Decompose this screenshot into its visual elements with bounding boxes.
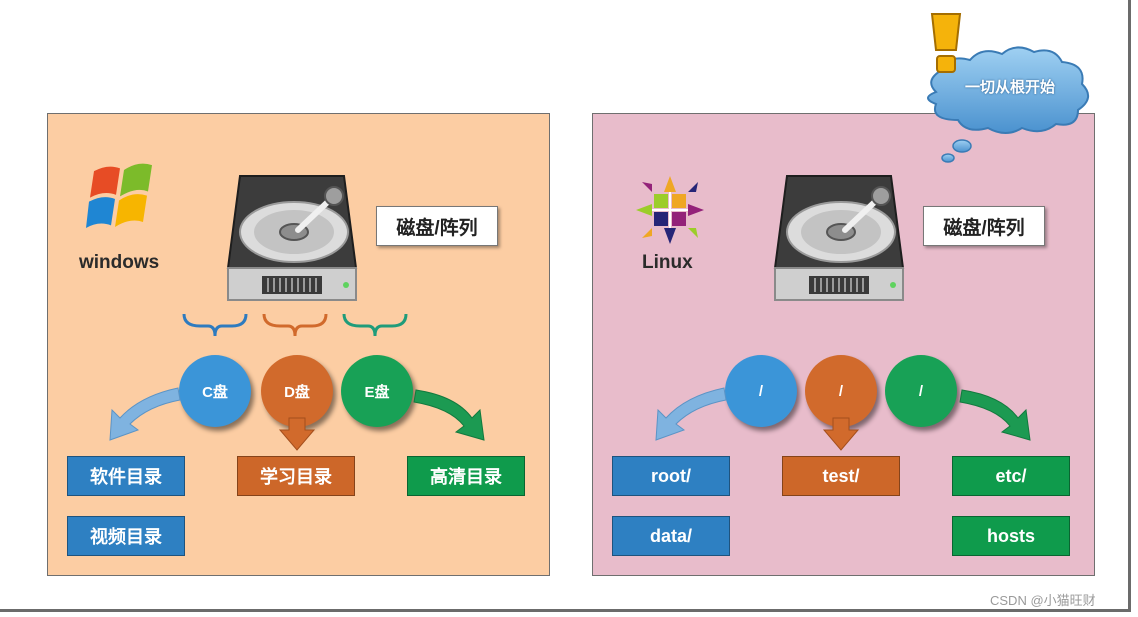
dir-hosts: hosts	[952, 516, 1070, 556]
dir-hd: 高清目录	[407, 456, 525, 496]
linux-root-partition-3: /	[885, 355, 957, 427]
partition-e: E盘	[341, 355, 413, 427]
windows-logo-icon	[86, 163, 152, 228]
dir-software: 软件目录	[67, 456, 185, 496]
frame-right-border	[1128, 0, 1131, 612]
callout-text: 一切从根开始	[964, 79, 1055, 96]
thought-cloud-icon	[927, 46, 1089, 163]
windows-os-label: windows	[79, 252, 160, 273]
windows-disk-label: 磁盘/阵列	[376, 206, 498, 246]
hard-disk-icon	[226, 175, 358, 301]
partition-d: D盘	[261, 355, 333, 427]
linux-disk-label: 磁盘/阵列	[923, 206, 1045, 246]
exclamation-icon	[930, 13, 962, 73]
centos-logo-icon	[636, 176, 704, 244]
hard-disk-icon	[773, 175, 905, 301]
watermark: CSDN @小猫旺财	[990, 593, 1096, 608]
partition-c: C盘	[179, 355, 251, 427]
linux-root-partition-1: /	[725, 355, 797, 427]
linux-os-label: Linux	[642, 252, 693, 273]
linux-root-partition-2: /	[805, 355, 877, 427]
frame-bottom-border	[0, 609, 1131, 612]
dir-test: test/	[782, 456, 900, 496]
dir-root: root/	[612, 456, 730, 496]
dir-video: 视频目录	[67, 516, 185, 556]
dir-data: data/	[612, 516, 730, 556]
dir-study: 学习目录	[237, 456, 355, 496]
dir-etc: etc/	[952, 456, 1070, 496]
